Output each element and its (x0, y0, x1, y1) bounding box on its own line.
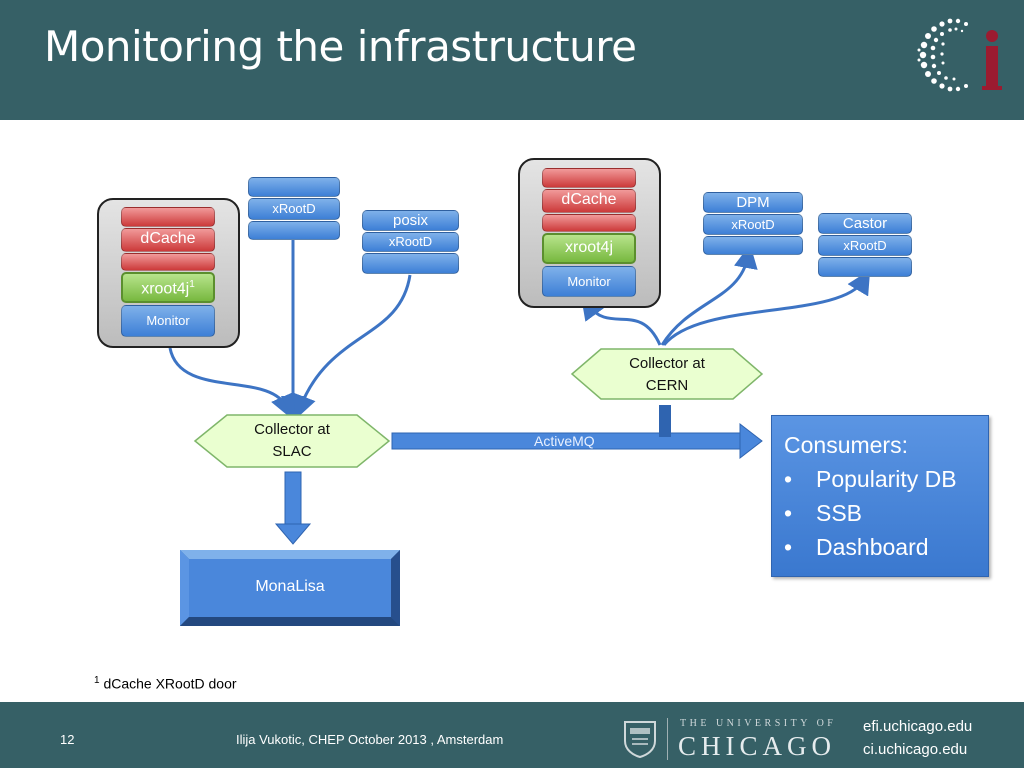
cern-monitor-label: Monitor (567, 274, 611, 289)
bullet: • (784, 466, 793, 492)
consumer-label: Popularity DB (816, 466, 957, 492)
ci-logo-icon (917, 18, 1002, 92)
down-arrow-monalisa (274, 471, 312, 545)
cern-dcache-label: dCache (561, 191, 617, 208)
collector-cern-line1: Collector at (629, 355, 705, 372)
university-small-text: THE UNIVERSITY OF (680, 718, 837, 729)
collector-cern: Collector at CERN (601, 353, 733, 397)
cern-dcache-disk-mid (542, 189, 636, 213)
arrow-cern-to-castor (662, 269, 871, 346)
cern-xroot4j-disk (542, 233, 636, 264)
activemq-arrow (391, 405, 763, 460)
slac-posix-label: posix (392, 212, 429, 229)
cern-castor-disk-bottom (818, 257, 912, 277)
consumers-box: Consumers: • Popularity DB • SSB • Dashboar… (771, 415, 989, 577)
cern-monitor-disk (542, 266, 636, 297)
arrow-dcache-to-slac (168, 347, 294, 419)
ci-link[interactable]: ci.uchicago.edu (863, 741, 968, 758)
slac-posix-xrootd-label: xRootD (388, 234, 433, 249)
slac-xroot4j-label: xroot4j1 (121, 279, 215, 298)
activemq-label: ActiveMQ (534, 433, 595, 449)
slac-dcache-label: dCache (140, 230, 196, 247)
slac-monitor-disk (121, 305, 215, 337)
slac-posix-disk-top (362, 210, 459, 231)
collector-cern-line2: CERN (645, 377, 689, 394)
slide-title: Monitoring the infrastructure (44, 22, 637, 71)
consumer-label: Dashboard (816, 534, 929, 560)
slac-xroot4j-disk (121, 272, 215, 303)
footnote-text: dCache XRootD door (103, 675, 237, 692)
crest-divider (667, 718, 668, 760)
slac-monitor-label: Monitor (146, 313, 190, 328)
collector-slac-line1: Collector at (254, 421, 330, 438)
bullet: • (784, 500, 793, 526)
author-line: Ilija Vukotic, CHEP October 2013 , Amste… (236, 732, 504, 747)
cern-dpm-xrootd-label: xRootD (731, 217, 775, 232)
slac-xroot4j-sup: 1 (189, 279, 195, 290)
slac-dcache-disk-top (121, 207, 215, 227)
cern-castor-label: Castor (842, 215, 888, 232)
arrow-posix-to-slac (293, 274, 412, 420)
consumer-item-dashboard: • Dashboard (784, 534, 929, 561)
cern-dpm-disk-mid (703, 214, 803, 235)
slac-dcache-disk-bottom (121, 253, 215, 271)
efi-link[interactable]: efi.uchicago.edu (863, 718, 973, 735)
slac-dcache-disk-mid (121, 228, 215, 252)
slac-xrootd-label: xRootD (272, 201, 316, 216)
footer-bar (0, 702, 1024, 768)
slac-xrootd-disk-top (248, 177, 340, 197)
page-number: 12 (60, 732, 75, 747)
consumer-item-popularity-db: • Popularity DB (784, 466, 957, 493)
slac-xrootd-disk-mid (248, 198, 340, 220)
consumer-label: SSB (816, 500, 863, 526)
collector-slac-line2: SLAC (272, 443, 312, 460)
slac-posix-disk-mid (362, 232, 459, 252)
university-big-text: CHICAGO (678, 731, 837, 761)
monalisa-shape (180, 550, 400, 626)
arrow-cern-to-dcache (580, 295, 662, 346)
cern-dpm-disk-top (703, 192, 803, 213)
slac-xrootd-disk-bottom (248, 221, 340, 240)
collector-slac: Collector at SLAC (227, 419, 357, 463)
consumer-item-ssb: • SSB (784, 500, 862, 527)
collector-cern-shape (570, 348, 764, 400)
cern-xroot4j-label: xroot4j (564, 239, 614, 256)
cern-castor-disk-mid (818, 235, 912, 256)
monalisa-label: MonaLisa (255, 578, 325, 595)
cern-dpm-disk-bottom (703, 236, 803, 255)
footnote: 1 dCache XRootD door (94, 675, 237, 692)
cern-dcache-disk-top (542, 168, 636, 188)
cern-dpm-label: DPM (736, 194, 770, 211)
collector-slac-shape (193, 414, 391, 468)
slac-posix-disk-bottom (362, 253, 459, 274)
footnote-mark: 1 (94, 675, 100, 686)
university-crest-icon (624, 721, 656, 759)
cern-castor-xrootd-label: xRootD (843, 238, 887, 253)
cern-castor-disk-top (818, 213, 912, 234)
slac-xroot4j-text: xroot4j (141, 280, 190, 298)
consumers-title: Consumers: (784, 432, 908, 458)
bullet: • (784, 534, 793, 560)
cern-dcache-disk-bottom (542, 214, 636, 232)
header-bar (0, 0, 1024, 120)
arrow-cern-to-dpm (660, 244, 758, 346)
